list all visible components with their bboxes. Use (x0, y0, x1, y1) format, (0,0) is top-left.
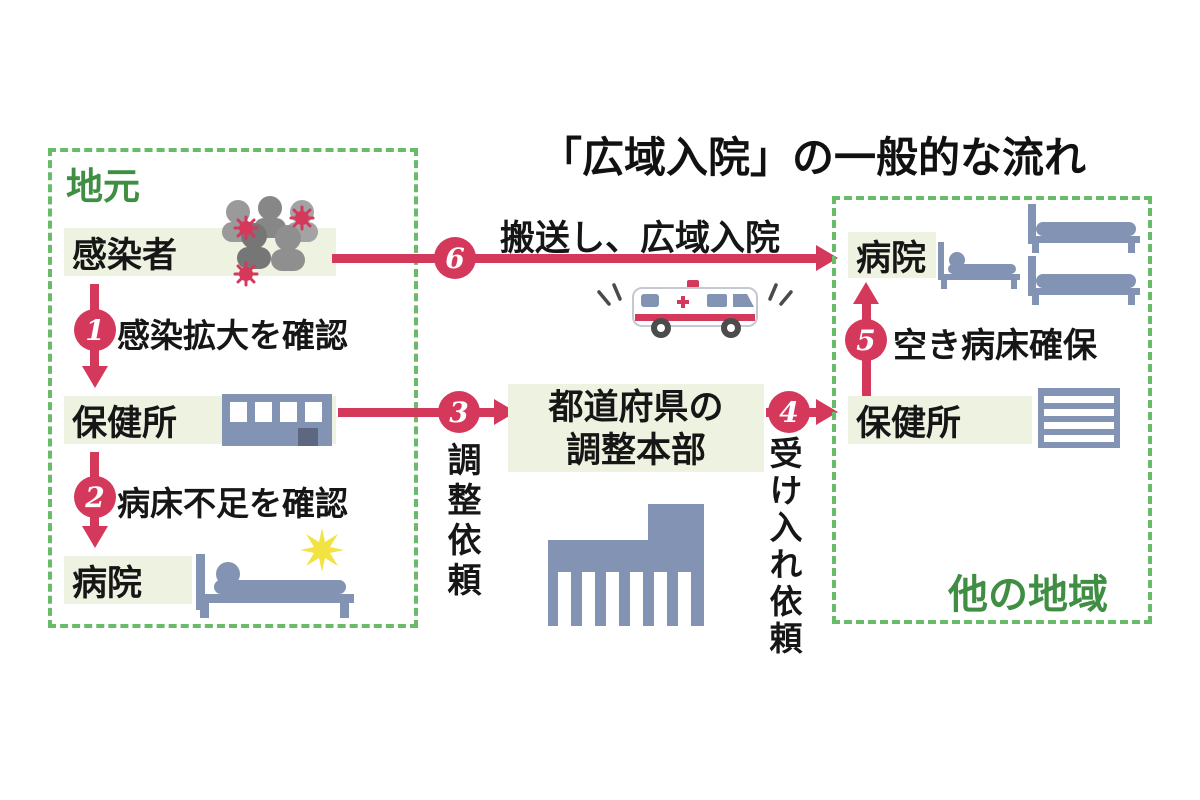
ambulance-icon (595, 268, 795, 355)
node-other-hospital: 病院 (848, 232, 936, 278)
arrow-2-head (82, 526, 108, 548)
node-prefecture-hq: 都道府県の 調整本部 (508, 384, 764, 472)
step-3-label: 調整依頼 (442, 442, 480, 602)
node-other-health-center: 保健所 (848, 396, 1032, 444)
striped-building-icon (1038, 388, 1120, 459)
page-title: 「広域入院」の一般的な流れ (540, 134, 1087, 181)
health-center-building-icon (222, 388, 332, 457)
hospital-beds-icon (938, 240, 1022, 295)
other-region-box (832, 196, 1152, 624)
step-5-badge: 5 (845, 319, 887, 361)
step-6-badge: 6 (434, 237, 476, 279)
step-2-badge: 2 (74, 476, 116, 518)
step-2-label: 病床不足を確認 (117, 485, 348, 522)
step-1-badge: 1 (74, 309, 116, 351)
step-3-badge: 3 (438, 391, 480, 433)
infected-people-icon (212, 196, 334, 293)
prefecture-hq-building-icon (548, 496, 704, 631)
patient-in-bed-icon (194, 528, 362, 625)
local-region-label: 地元 (66, 166, 140, 207)
hq-label-line2: 調整本部 (565, 431, 706, 470)
other-region-label: 他の地域 (948, 573, 1108, 617)
empty-bed-bottom-icon (1028, 256, 1144, 311)
arrow-3-line (338, 408, 496, 417)
arrow-5-head (853, 282, 879, 304)
local-region-box (48, 148, 418, 628)
step-4-badge: 4 (768, 391, 810, 433)
step-4-label: 受け入れ依頼 (765, 436, 802, 658)
step-6-label: 搬送し、広域入院 (500, 219, 781, 258)
step-5-label: 空き病床確保 (893, 327, 1097, 365)
arrow-1-head (82, 366, 108, 388)
empty-bed-top-icon (1028, 204, 1144, 259)
node-local-hospital: 病院 (64, 556, 192, 604)
step-1-label: 感染拡大を確認 (117, 317, 348, 354)
arrow-6-line (332, 254, 818, 263)
hq-label-line1: 都道府県の (548, 388, 724, 427)
